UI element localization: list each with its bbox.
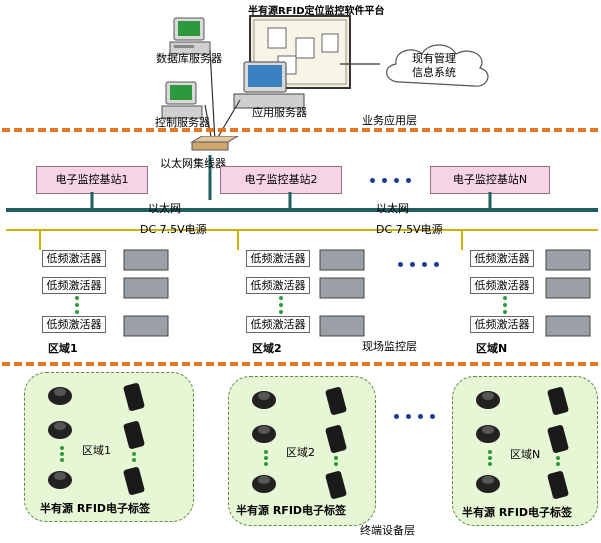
activator-ellipsis-dot xyxy=(503,296,507,300)
station-2: 电子监控基站2 xyxy=(220,166,342,194)
tag-label-1: 半有源 RFID电子标签 xyxy=(40,502,151,515)
tag-label-n: 半有源 RFID电子标签 xyxy=(462,506,573,519)
tag-label-2: 半有源 RFID电子标签 xyxy=(236,504,347,517)
activator: 低频激活器 xyxy=(246,277,310,294)
station-ellipsis-dot xyxy=(406,178,411,183)
field-layer-label: 现场监控层 xyxy=(362,340,417,353)
station-ellipsis-dot xyxy=(394,178,399,183)
ethernet-label-2: 以太网 xyxy=(376,202,409,215)
rfid-tags-group-n xyxy=(476,387,569,499)
terminal-layer-label: 终端设备层 xyxy=(360,524,415,537)
activator: 低频激活器 xyxy=(42,316,106,333)
terminal-zone-label-2: 区域2 xyxy=(286,446,315,459)
activator-ellipsis-dot xyxy=(75,303,79,307)
terminal-ellipsis-dot xyxy=(406,414,411,419)
activator-ellipsis-dot xyxy=(75,296,79,300)
zone-ellipsis-dot xyxy=(410,262,415,267)
activator-ellipsis-dot xyxy=(503,303,507,307)
db-server-label: 数据库服务器 xyxy=(156,52,222,65)
activator-device-icons-n xyxy=(545,249,591,337)
station-ellipsis-dot xyxy=(382,178,387,183)
rfid-tags-group-2 xyxy=(252,387,347,499)
dc-label-2: DC 7.5V电源 xyxy=(376,223,443,236)
dc-label-1: DC 7.5V电源 xyxy=(140,223,207,236)
layer-divider-1 xyxy=(2,128,598,132)
activator-ellipsis-dot xyxy=(503,310,507,314)
zone-label-n: 区域N xyxy=(476,342,508,355)
control-server-icon xyxy=(161,81,203,119)
activator: 低频激活器 xyxy=(42,250,106,267)
platform-title: 半有源RFID定位监控软件平台 xyxy=(248,6,385,17)
activator-ellipsis-dot xyxy=(279,296,283,300)
business-layer-label: 业务应用层 xyxy=(362,114,417,127)
ethernet-label-1: 以太网 xyxy=(148,202,181,215)
application-server-icon xyxy=(233,15,351,109)
rfid-tags-group-1 xyxy=(48,383,145,495)
database-server-icon xyxy=(169,17,211,55)
activator: 低频激活器 xyxy=(470,277,534,294)
activator: 低频激活器 xyxy=(246,316,310,333)
terminal-zone-2 xyxy=(228,376,376,526)
terminal-zone-label-n: 区域N xyxy=(510,448,541,461)
hub-label: 以太网集线器 xyxy=(160,157,226,170)
control-server-label: 控制服务器 xyxy=(155,116,210,129)
bus-lines xyxy=(6,192,598,250)
terminal-zone-label-1: 区域1 xyxy=(82,444,111,457)
cloud-label-2: 信息系统 xyxy=(412,66,456,79)
activator-device-icons-1 xyxy=(123,249,169,337)
zone-ellipsis-dot xyxy=(434,262,439,267)
activator: 低频激活器 xyxy=(470,316,534,333)
terminal-ellipsis-dot xyxy=(430,414,435,419)
zone-ellipsis-dot xyxy=(398,262,403,267)
activator-ellipsis-dot xyxy=(75,310,79,314)
activator: 低频激活器 xyxy=(246,250,310,267)
zone-label-1: 区域1 xyxy=(48,342,78,355)
zone-label-2: 区域2 xyxy=(252,342,282,355)
ethernet-hub-icon xyxy=(190,136,239,151)
layer-divider-2 xyxy=(2,362,598,366)
activator-ellipsis-dot xyxy=(279,310,283,314)
zone-ellipsis-dot xyxy=(422,262,427,267)
station-n: 电子监控基站N xyxy=(430,166,550,194)
app-server-label: 应用服务器 xyxy=(252,106,307,119)
cloud-label-1: 现有管理 xyxy=(412,52,456,65)
activator-ellipsis-dot xyxy=(279,303,283,307)
cloud-icon xyxy=(386,44,489,87)
activator: 低频激活器 xyxy=(42,277,106,294)
terminal-ellipsis-dot xyxy=(418,414,423,419)
activator-device-icons-2 xyxy=(319,249,365,337)
activator: 低频激活器 xyxy=(470,250,534,267)
station-ellipsis-dot xyxy=(370,178,375,183)
terminal-ellipsis-dot xyxy=(394,414,399,419)
top-connections xyxy=(204,49,380,200)
